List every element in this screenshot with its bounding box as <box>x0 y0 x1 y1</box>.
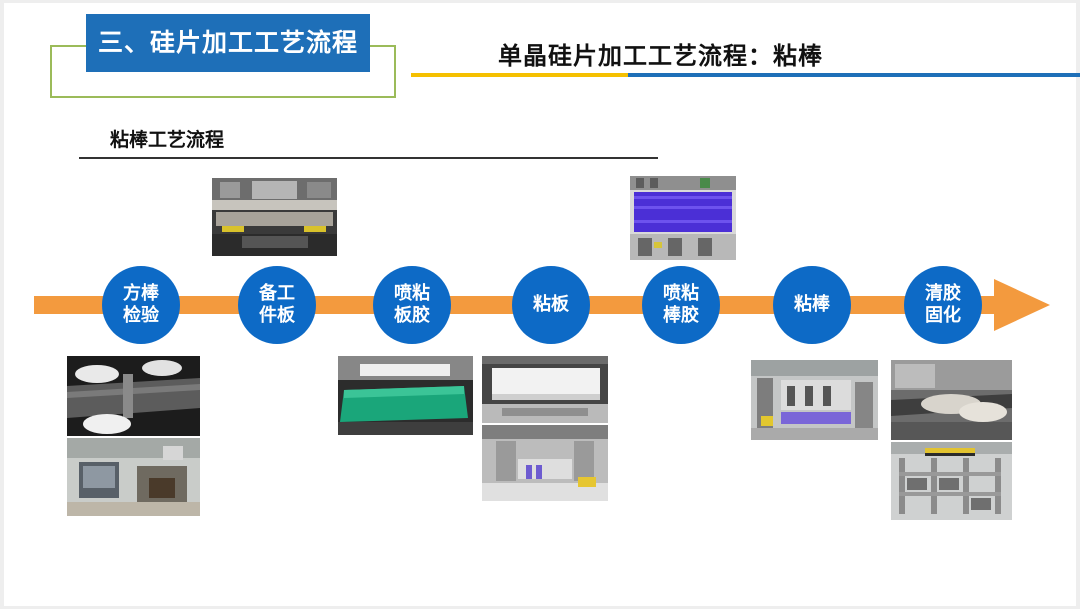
step-circle-6: 粘棒 <box>773 266 851 344</box>
step-circle-7: 清胶固化 <box>904 266 982 344</box>
step-label-5: 喷粘棒胶 <box>663 283 699 326</box>
title-underline-blue <box>628 73 1080 77</box>
photo-green-board <box>338 356 473 435</box>
page-title: 单晶硅片加工工艺流程：粘棒 <box>498 42 823 70</box>
step-label-4: 粘板 <box>533 294 569 315</box>
photo-blue-glue <box>630 176 736 260</box>
step-label-1: 方棒检验 <box>123 283 159 326</box>
photo-white-plate <box>482 356 608 423</box>
arrow-head-icon <box>994 279 1050 331</box>
photo-workpiece-board <box>212 178 337 256</box>
process-title: 粘棒工艺流程 <box>110 129 225 151</box>
step-circle-2: 备工件板 <box>238 266 316 344</box>
step-circle-1: 方棒检验 <box>102 266 180 344</box>
process-title-rule <box>79 157 658 159</box>
photo-rod-bonding-line <box>751 360 878 440</box>
step-label-7: 清胶固化 <box>925 283 961 326</box>
photo-inspection-gloves <box>67 356 200 436</box>
step-circle-4: 粘板 <box>512 266 590 344</box>
photo-clean-glue <box>891 360 1012 440</box>
step-circle-5: 喷粘棒胶 <box>642 266 720 344</box>
photo-inspection-lab <box>67 438 200 516</box>
step-label-3: 喷粘板胶 <box>394 283 430 326</box>
step-circle-3: 喷粘板胶 <box>373 266 451 344</box>
step-label-6: 粘棒 <box>794 294 830 315</box>
title-underline-yellow <box>411 73 628 77</box>
photo-plate-machine <box>482 425 608 501</box>
section-title: 三、硅片加工工艺流程 <box>86 14 370 72</box>
step-label-2: 备工件板 <box>259 283 295 326</box>
photo-curing-rack <box>891 442 1012 520</box>
